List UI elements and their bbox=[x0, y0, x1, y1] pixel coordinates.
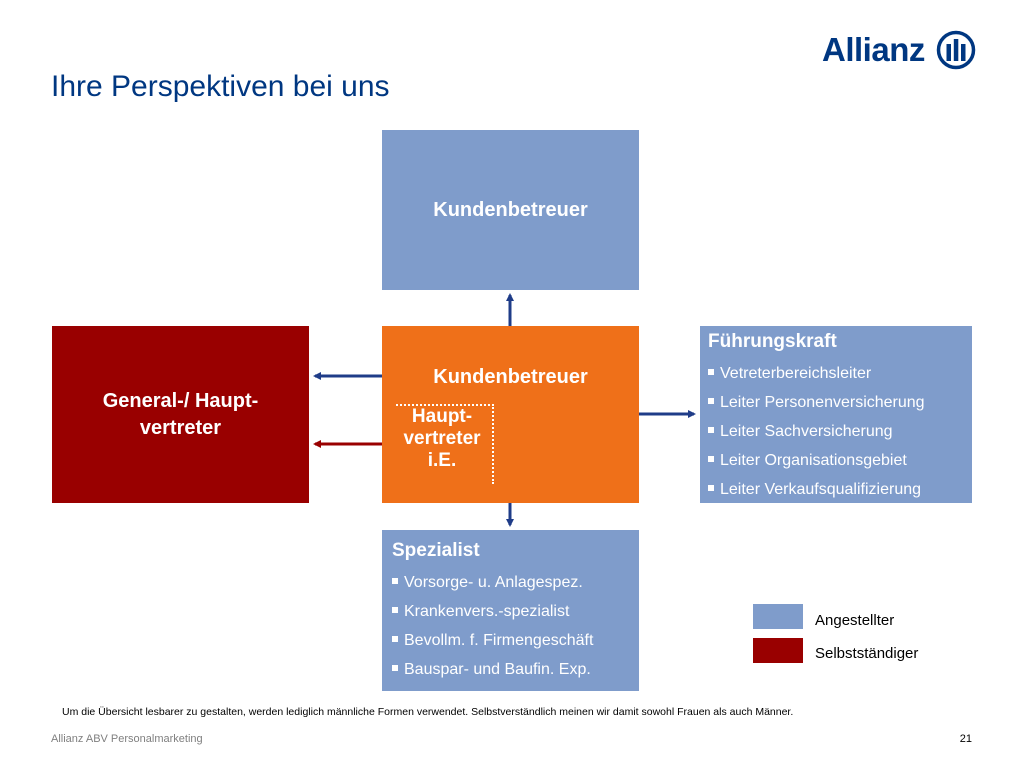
list-item: Leiter Personenversicherung bbox=[708, 388, 972, 417]
box-spezialist-heading: Spezialist bbox=[392, 540, 480, 561]
box-kundenbetreuer-top-label: Kundenbetreuer bbox=[433, 198, 588, 221]
logo-text: Allianz bbox=[822, 31, 925, 68]
legend-swatch-selbststaendiger bbox=[753, 638, 803, 663]
list-item: Vorsorge- u. Anlagespez. bbox=[392, 568, 639, 597]
footer-text: Allianz ABV Personalmarketing bbox=[51, 733, 203, 745]
box-generalvertreter-label-1: General-/ Haupt- bbox=[102, 389, 259, 412]
page-title: Ihre Perspektiven bei uns bbox=[51, 70, 390, 103]
box-fuehrungskraft: Führungskraft Vetreterbereichsleiter Lei… bbox=[700, 326, 972, 503]
box-generalvertreter-label-2: vertreter bbox=[139, 416, 222, 439]
box-kundenbetreuer-center: Kundenbetreuer Haupt- vertreter i.E. bbox=[382, 326, 639, 503]
list-item: Leiter Organisationsgebiet bbox=[708, 446, 972, 475]
legend-swatch-angestellter bbox=[753, 604, 803, 629]
box-generalvertreter: General-/ Haupt- vertreter bbox=[52, 326, 309, 503]
list-item: Bevollm. f. Firmengeschäft bbox=[392, 626, 639, 655]
box-kundenbetreuer-top: Kundenbetreuer bbox=[382, 130, 639, 290]
list-item: Krankenvers.-spezialist bbox=[392, 597, 639, 626]
list-item: Vetreterbereichsleiter bbox=[708, 359, 972, 388]
legend-label-selbststaendiger: Selbstständiger bbox=[815, 645, 919, 662]
fuehrungskraft-list: Vetreterbereichsleiter Leiter Personenve… bbox=[708, 359, 972, 504]
hauptvertreter-ie-line-1: Haupt- bbox=[411, 406, 473, 427]
spezialist-list: Vorsorge- u. Anlagespez. Krankenvers.-sp… bbox=[392, 568, 639, 684]
hauptvertreter-ie-line-2: vertreter bbox=[403, 428, 481, 449]
box-kundenbetreuer-center-label: Kundenbetreuer bbox=[433, 366, 588, 388]
footnote: Um die Übersicht lesbarer zu gestalten, … bbox=[62, 706, 794, 718]
box-spezialist: Spezialist Vorsorge- u. Anlagespez. Kran… bbox=[382, 530, 639, 691]
hauptvertreter-ie-line-3: i.E. bbox=[427, 450, 457, 471]
list-item: Leiter Sachversicherung bbox=[708, 417, 972, 446]
box-fuehrungskraft-heading: Führungskraft bbox=[708, 331, 837, 352]
page-number: 21 bbox=[959, 733, 972, 745]
hauptvertreter-ie-label: Haupt- vertreter i.E. bbox=[392, 406, 492, 472]
list-item: Baus­par- und Baufin. Exp. bbox=[392, 655, 639, 684]
legend-label-angestellter: Angestellter bbox=[815, 612, 895, 629]
list-item: Leiter Verkaufsqualifizierung bbox=[708, 475, 972, 504]
dotted-outline bbox=[396, 404, 494, 484]
allianz-eagle-logo-icon bbox=[936, 30, 976, 70]
